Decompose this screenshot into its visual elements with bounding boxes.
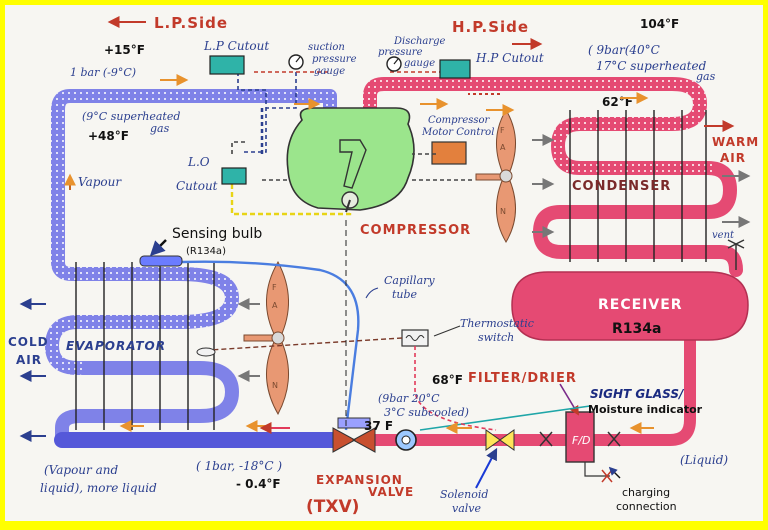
warm-air-label-2: AIR — [720, 151, 746, 165]
discharge-gauge-label-1: Discharge — [393, 36, 446, 47]
sight-glass-label-1: SIGHT GLASS/ — [590, 387, 685, 401]
vapour-label: Vapour — [78, 175, 122, 189]
sensing-bulb-ref: (R134a) — [186, 246, 226, 257]
evaporator-fan: F A N — [243, 260, 289, 416]
condenser-label: CONDENSER — [572, 179, 671, 194]
filter-drier: F/D FILTER/DRIER — [468, 371, 621, 483]
flow-arrows — [19, 74, 751, 442]
hp-cutout: H.P Cutout — [439, 51, 544, 79]
charging-label-2: connection — [616, 500, 677, 513]
evaporator-label: EVAPORATOR — [66, 339, 166, 353]
suction-gauge-label-2: pressure — [312, 54, 357, 65]
evap-state: ( 1bar, -18°C ) — [196, 459, 282, 473]
lp-cutout: L.P Cutout — [203, 39, 269, 75]
lo-cutout-label-1: L.O — [187, 155, 210, 169]
suction-pressure-gauge: suction pressure gauge — [288, 42, 357, 77]
solenoid-label-1: Solenoid — [440, 488, 488, 501]
lo-cutout: L.O Cutout — [176, 155, 247, 193]
receiver-refrigerant: R134a — [612, 321, 661, 337]
suction-gauge-label-1: suction — [308, 42, 345, 53]
capillary-label-2: tube — [392, 288, 418, 301]
receiver-label: RECEIVER — [598, 297, 683, 313]
evaporator-fins — [75, 262, 215, 430]
solenoid-label-2: valve — [452, 502, 482, 515]
side-headers: L.P.Side H.P.Side — [107, 14, 543, 50]
thermostatic-label-2: switch — [478, 331, 514, 344]
txv-label: (TXV) — [306, 497, 359, 517]
temp-15f: +15°F — [104, 43, 145, 57]
lp-pressure: 1 bar (-9°C) — [70, 66, 136, 79]
vapour-liquid-2: liquid), more liquid — [40, 481, 157, 495]
suction-superheat-1: (9°C superheated — [82, 110, 180, 123]
sight-glass-label-2: Moisture indicator — [588, 403, 703, 416]
sensing-bulb-assembly: Sensing bulb (R134a) Capillary tube — [139, 226, 435, 431]
svg-text:F/D: F/D — [572, 434, 591, 447]
charging-callout: charging connection — [608, 466, 677, 513]
lo-cutout-label-2: Cutout — [176, 179, 218, 193]
subcooled-1: (9bar 20°C — [378, 392, 440, 405]
temp-minus-04f: - 0.4°F — [236, 477, 281, 491]
vent-valve: vent — [712, 230, 745, 270]
charging-label-1: charging — [622, 486, 670, 499]
expansion-label: EXPANSION — [316, 473, 403, 487]
high-pressure-piping — [363, 77, 743, 446]
control-wiring — [230, 71, 472, 430]
motor-control-label-1: Compressor — [428, 115, 491, 126]
lp-cutout-label: L.P Cutout — [203, 39, 269, 53]
suction-gauge-label-3: gauge — [314, 66, 345, 77]
discharge-pressure-gauge: Discharge pressure gauge — [378, 36, 446, 72]
liquid-line — [364, 334, 696, 446]
temp-48f: +48°F — [88, 129, 129, 143]
hp-state-2: 17°C superheated — [596, 59, 707, 73]
liquid-label: (Liquid) — [680, 453, 728, 467]
discharge-gauge-label-3: gauge — [404, 58, 435, 69]
subcooled-2: 3°C subcooled) — [384, 406, 469, 419]
capillary-label-1: Capillary — [384, 274, 435, 287]
low-pressure-piping — [45, 89, 343, 448]
fan1-letter-a: A — [500, 143, 506, 152]
hp-cutout-label: H.P Cutout — [475, 51, 544, 65]
hp-side-label: H.P.Side — [452, 18, 529, 36]
thermostatic-switch: Thermostatic switch — [196, 317, 534, 431]
fan2-letter-n: N — [272, 381, 278, 390]
fan1-letter-f: F — [500, 126, 505, 135]
condenser-fan: F A N — [475, 109, 517, 243]
fan2-letter-f: F — [272, 283, 277, 292]
fan2-letter-a: A — [272, 301, 278, 310]
motor-control-label-2: Motor Control — [421, 127, 494, 138]
sensing-bulb-label: Sensing bulb — [172, 226, 262, 242]
cold-air-label-2: AIR — [16, 353, 42, 367]
compressor-label: COMPRESSOR — [360, 223, 471, 238]
solenoid-valve: Solenoid valve — [440, 429, 515, 515]
hp-state-3: gas — [696, 70, 716, 83]
expansion-valve: EXPANSION VALVE (TXV) — [306, 417, 414, 517]
motor-control: Compressor Motor Control — [421, 115, 494, 165]
lp-side-label: L.P.Side — [154, 14, 228, 32]
sight-glass-callout: SIGHT GLASS/ Moisture indicator — [419, 387, 703, 431]
condenser-fins — [569, 110, 707, 262]
state-annotations: +15°F 1 bar (-9°C) (9°C superheated gas … — [40, 17, 728, 495]
compressor: COMPRESSOR — [286, 107, 471, 238]
suction-superheat-2: gas — [150, 122, 170, 135]
fan1-letter-n: N — [500, 207, 506, 216]
valve-label: VALVE — [368, 485, 414, 499]
vent-label: vent — [712, 230, 735, 241]
receiver: RECEIVER R134a — [511, 271, 749, 341]
discharge-gauge-label-2: pressure — [378, 47, 423, 58]
vapour-liquid-1: (Vapour and — [44, 463, 118, 477]
temp-37f: 37 F — [364, 419, 393, 433]
temp-68f: 68°F — [432, 373, 463, 387]
cold-air-label-1: COLD — [8, 335, 49, 349]
hp-state-1: ( 9bar(40°C — [588, 43, 660, 57]
warm-air-label-1: WARM — [712, 135, 759, 149]
thermostatic-label-1: Thermostatic — [460, 317, 534, 330]
filter-drier-label: FILTER/DRIER — [468, 371, 577, 386]
sight-glass-circle — [395, 429, 417, 451]
temp-104f: 104°F — [640, 17, 679, 31]
